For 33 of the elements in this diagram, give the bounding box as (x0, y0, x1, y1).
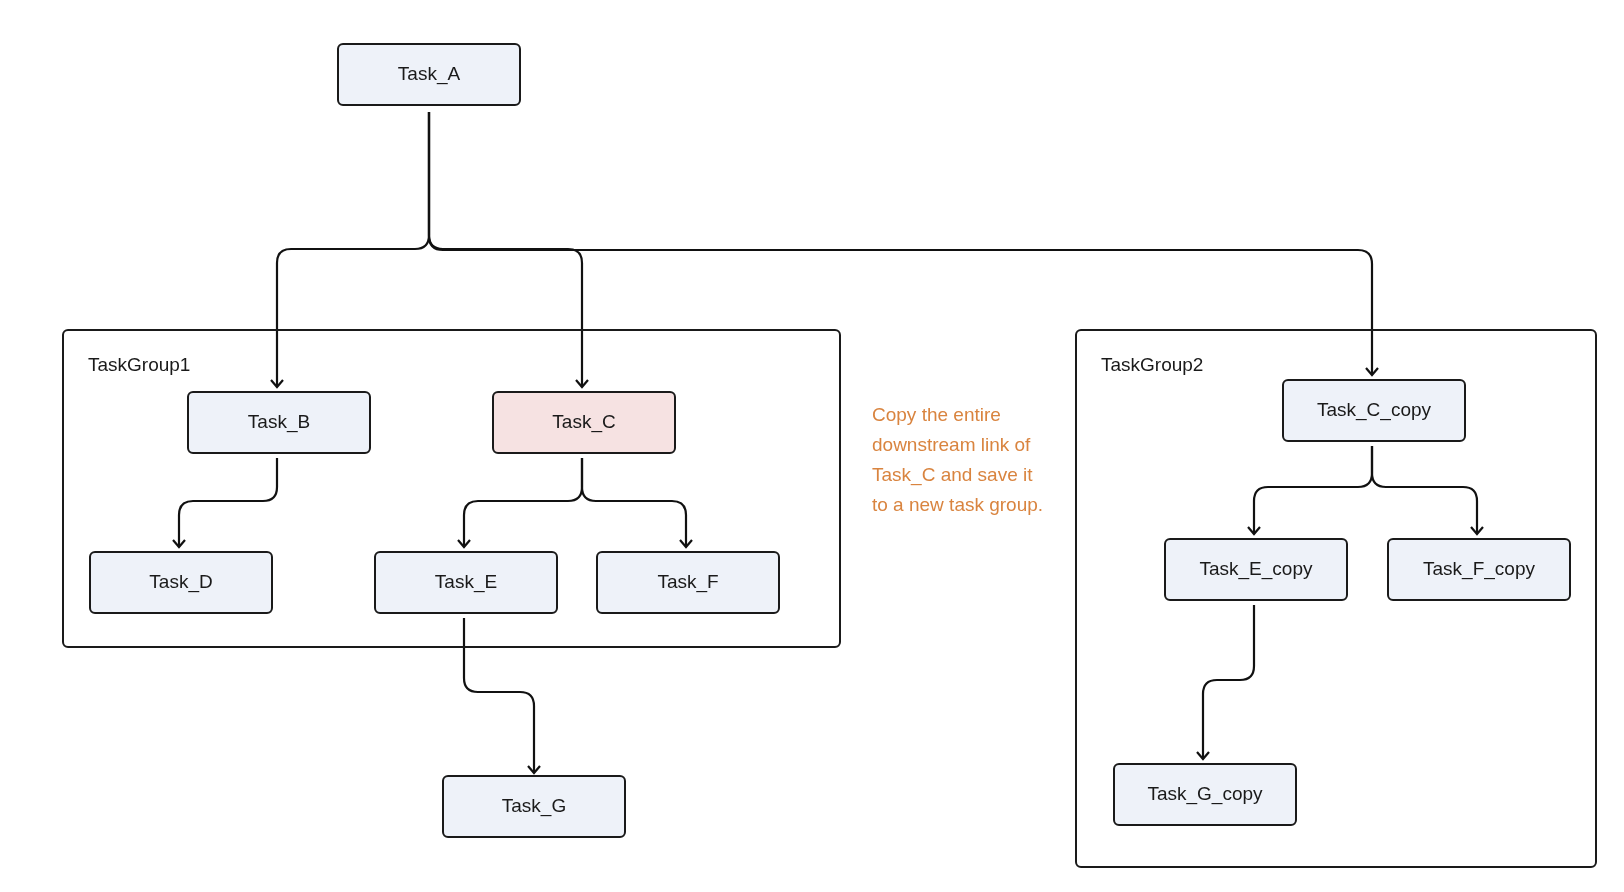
group-frame (1075, 329, 1597, 868)
task-box (337, 43, 521, 106)
task-name: Task_A (397, 62, 461, 87)
group-title: TaskGroup2 (1101, 353, 1204, 377)
task-name: Task_D (149, 570, 213, 595)
task-box (1164, 538, 1348, 601)
arrow (580, 458, 694, 549)
task-box (1387, 538, 1571, 601)
task-name: Task_C (552, 410, 616, 435)
task-name: Task_E (434, 570, 498, 595)
task-name: Task_F (657, 570, 719, 595)
task-box (596, 551, 780, 614)
task-box (492, 391, 676, 454)
group-frame (62, 329, 841, 648)
arrow (1195, 605, 1256, 761)
arrow (1370, 446, 1485, 536)
note-text: Copy the entire downstream link of Task_C and save it to a new task group. (872, 403, 1045, 517)
task-name: Task_E_copy (1199, 557, 1313, 582)
task-name: Task_F_copy (1423, 557, 1535, 582)
task-name: Task_B (247, 410, 311, 435)
task-box (1113, 763, 1297, 826)
arrow (427, 112, 1380, 377)
task-box (374, 551, 558, 614)
task-name: Task_C_copy (1316, 398, 1432, 423)
group-title: TaskGroup1 (88, 353, 191, 377)
task-box (89, 551, 273, 614)
task-name: Task_G (501, 794, 567, 819)
task-box (442, 775, 626, 838)
arrow (462, 618, 542, 775)
task-name: Task_G_copy (1147, 782, 1263, 807)
task-box (187, 391, 371, 454)
arrow (171, 458, 279, 549)
task-box (1282, 379, 1466, 442)
